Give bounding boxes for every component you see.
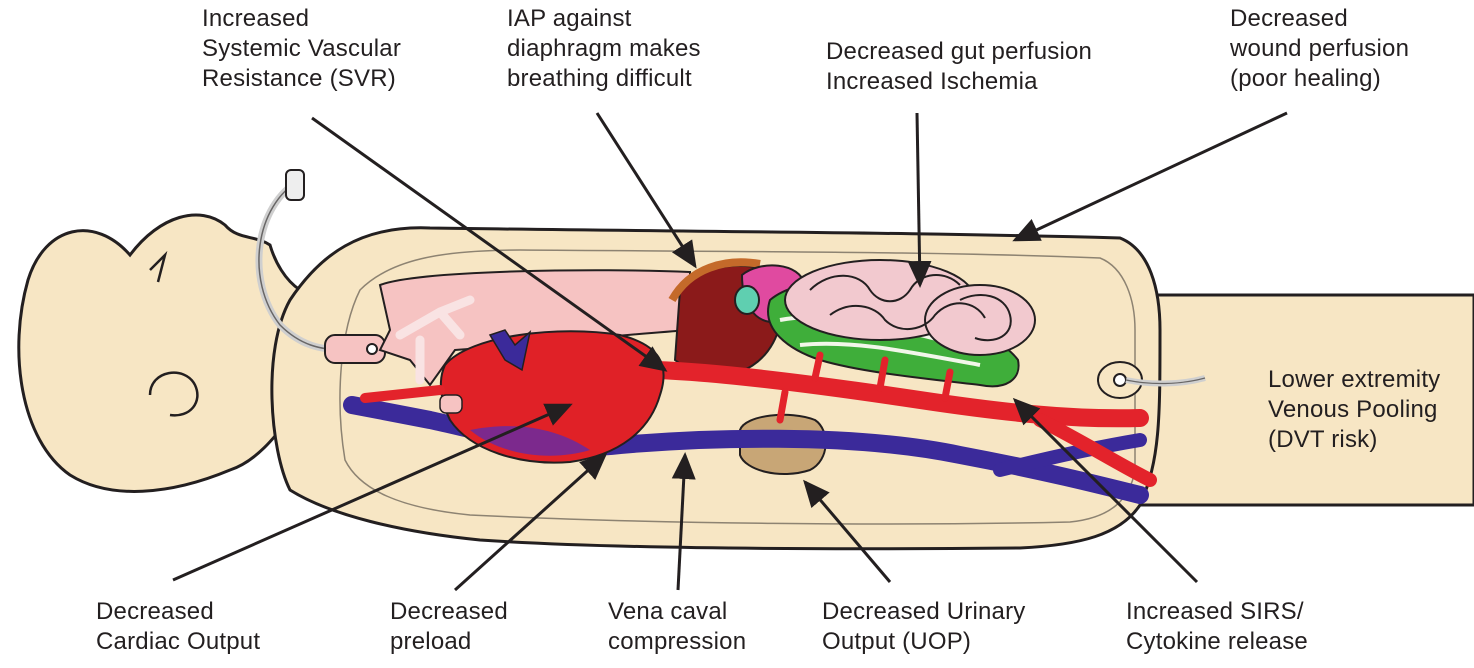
label-sirs-line1: Increased SIRS/ xyxy=(1126,597,1308,627)
label-venous-line1: Lower extremity xyxy=(1268,365,1440,395)
gallbladder xyxy=(735,286,759,314)
label-urinary: Decreased Urinary Output (UOP) xyxy=(822,597,1025,657)
label-vena: Vena caval compression xyxy=(608,597,746,657)
label-svr-line2: Systemic Vascular xyxy=(202,34,401,64)
label-gut: Decreased gut perfusion Increased Ischem… xyxy=(826,37,1092,97)
label-preload-line1: Decreased xyxy=(390,597,508,627)
label-gut-line2: Increased Ischemia xyxy=(826,67,1092,97)
label-svr-line3: Resistance (SVR) xyxy=(202,64,401,94)
label-preload: Decreased preload xyxy=(390,597,508,657)
label-svr-line1: Increased xyxy=(202,4,401,34)
aortic-stub xyxy=(440,395,462,413)
label-wound-line3: (poor healing) xyxy=(1230,64,1409,94)
label-venous-line2: Venous Pooling xyxy=(1268,395,1440,425)
label-sirs-line2: Cytokine release xyxy=(1126,627,1308,657)
label-wound: Decreased wound perfusion (poor healing) xyxy=(1230,4,1409,94)
label-vena-line1: Vena caval xyxy=(608,597,746,627)
label-iap: IAP against diaphragm makes breathing di… xyxy=(507,4,701,94)
label-venous-line3: (DVT risk) xyxy=(1268,425,1440,455)
arrow-wound xyxy=(1015,113,1287,240)
label-vena-line2: compression xyxy=(608,627,746,657)
label-svr: Increased Systemic Vascular Resistance (… xyxy=(202,4,401,94)
label-iap-line1: IAP against xyxy=(507,4,701,34)
label-sirs: Increased SIRS/ Cytokine release xyxy=(1126,597,1308,657)
label-venous: Lower extremity Venous Pooling (DVT risk… xyxy=(1268,365,1440,455)
label-iap-line3: breathing difficult xyxy=(507,64,701,94)
label-wound-line1: Decreased xyxy=(1230,4,1409,34)
label-iap-line2: diaphragm makes xyxy=(507,34,701,64)
label-cardiac: Decreased Cardiac Output xyxy=(96,597,260,657)
label-wound-line2: wound perfusion xyxy=(1230,34,1409,64)
label-urinary-line2: Output (UOP) xyxy=(822,627,1025,657)
label-cardiac-line2: Cardiac Output xyxy=(96,627,260,657)
label-gut-line1: Decreased gut perfusion xyxy=(826,37,1092,67)
label-urinary-line1: Decreased Urinary xyxy=(822,597,1025,627)
label-cardiac-line1: Decreased xyxy=(96,597,260,627)
label-preload-line2: preload xyxy=(390,627,508,657)
